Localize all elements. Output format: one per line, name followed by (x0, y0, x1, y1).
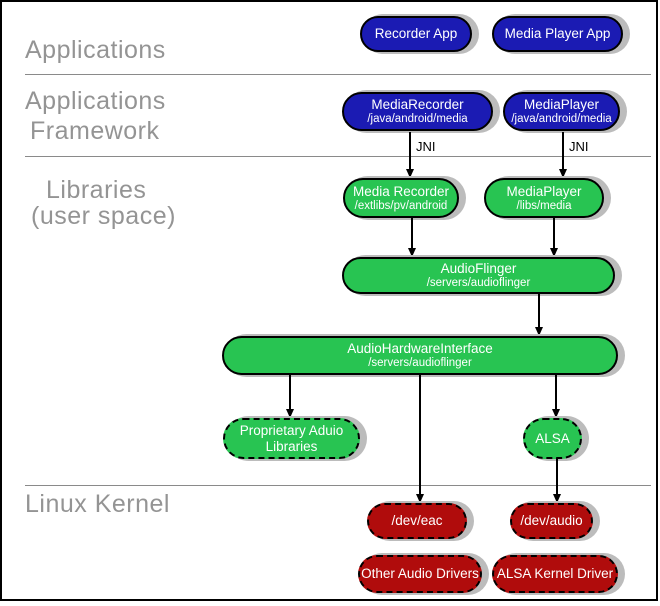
jni-label-left: JNI (416, 139, 436, 154)
arrowhead-icon (552, 494, 561, 503)
node-media-recorder-lib: Media Recorder /extlibs/pv/android (343, 178, 459, 218)
arrowhead-icon (415, 494, 424, 503)
node-title: AudioFlinger (440, 261, 517, 276)
node-title: /dev/audio (520, 513, 583, 528)
node-subtitle: /servers/audioflinger (426, 277, 531, 289)
arrow-mediaplayer-jni (558, 132, 567, 178)
node-dev-audio: /dev/audio (510, 503, 593, 539)
node-title: ALSA (535, 430, 570, 446)
section-label-applications-framework-line2: Framework (30, 117, 160, 145)
node-title-line2: Libraries (265, 438, 318, 454)
arrowhead-icon (549, 248, 558, 257)
node-alsa-kernel-driver: ALSA Kernel Driver (492, 555, 618, 593)
arrow-ahi-to-proprietary (285, 375, 294, 418)
section-divider (25, 74, 651, 75)
node-mediaplayer-lib: MediaPlayer /libs/media (484, 178, 604, 218)
arrowhead-icon (534, 327, 543, 336)
arrowhead-icon (285, 409, 294, 418)
node-subtitle: /libs/media (516, 199, 572, 212)
section-label-linux-kernel: Linux Kernel (25, 490, 170, 518)
arrowhead-icon (405, 169, 414, 178)
node-title: AudioHardwareInterface (347, 341, 493, 356)
section-label-applications-framework-line1: Applications (25, 87, 166, 115)
section-divider (25, 485, 651, 486)
node-recorder-app: Recorder App (360, 16, 472, 52)
arrow-mediarecorder-jni (405, 132, 414, 178)
node-mediaplayer-framework: MediaPlayer /java/android/media (503, 92, 620, 131)
node-subtitle: /java/android/media (367, 113, 468, 125)
node-alsa: ALSA (523, 418, 582, 459)
node-subtitle: /java/android/media (511, 113, 612, 125)
section-label-libraries-line1: Libraries (46, 176, 147, 204)
arrowhead-icon (551, 409, 560, 418)
jni-label-right: JNI (569, 139, 589, 154)
arrow-mediaplayer-to-audioflinger (549, 218, 558, 257)
node-title: MediaPlayer (523, 97, 600, 112)
node-title: MediaPlayer (506, 183, 582, 199)
section-label-applications: Applications (25, 36, 166, 64)
node-title: Media Player App (504, 26, 611, 41)
arrow-audioflinger-to-ahi (534, 294, 543, 336)
section-divider (25, 156, 651, 157)
node-title: Recorder App (374, 26, 458, 41)
node-title: Other Audio Drivers (361, 566, 479, 581)
node-title: /dev/eac (391, 513, 443, 528)
node-media-player-app: Media Player App (492, 16, 623, 52)
section-label-libraries-line2: (user space) (31, 202, 176, 230)
arrow-ahi-to-dev-eac (415, 375, 424, 503)
node-mediarecorder-framework: MediaRecorder /java/android/media (342, 92, 493, 131)
node-title: Proprietary Aduio (239, 422, 344, 438)
node-subtitle: /extlibs/pv/android (354, 199, 448, 212)
node-dev-eac: /dev/eac (367, 503, 467, 539)
node-audioflinger: AudioFlinger /servers/audioflinger (342, 257, 615, 294)
arrow-mediarecorder-to-audioflinger (407, 218, 416, 257)
arrow-alsa-to-dev-audio (552, 458, 561, 503)
node-proprietary-audio-libraries: Proprietary Aduio Libraries (223, 418, 360, 459)
node-audiohardwareinterface: AudioHardwareInterface /servers/audiofli… (222, 336, 618, 375)
node-subtitle: /servers/audioflinger (368, 357, 472, 369)
arrow-ahi-to-alsa (551, 375, 560, 418)
node-other-audio-drivers: Other Audio Drivers (358, 555, 482, 593)
node-title: Media Recorder (352, 183, 450, 199)
node-title: MediaRecorder (371, 97, 464, 112)
arrowhead-icon (558, 169, 567, 178)
arrowhead-icon (407, 248, 416, 257)
node-title: ALSA Kernel Driver (496, 566, 614, 581)
